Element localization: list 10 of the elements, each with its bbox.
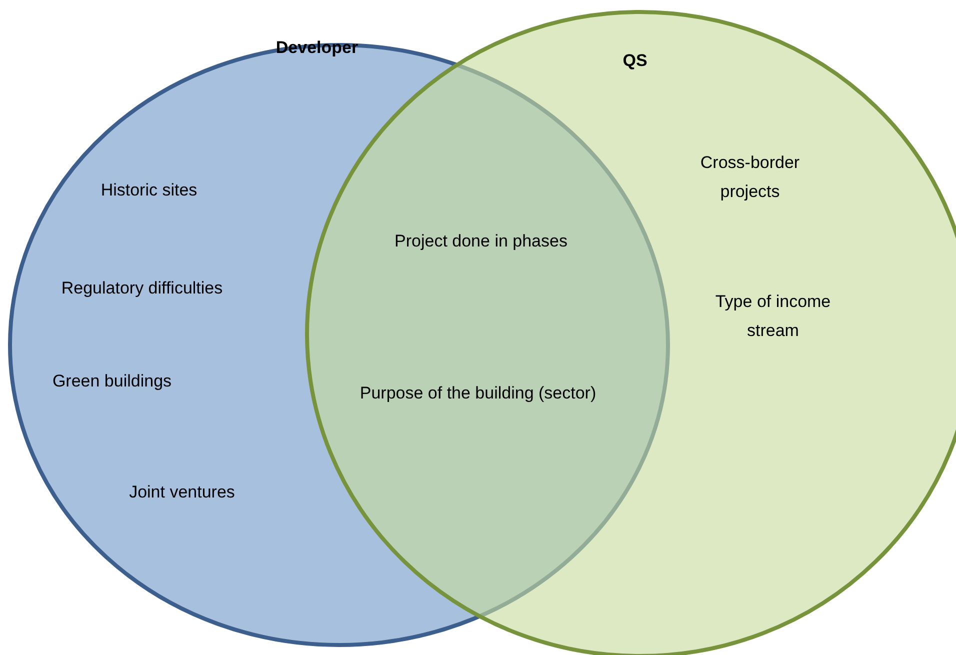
- set-item-text: Type of income stream: [714, 291, 832, 342]
- set-item-text: Cross-border projects: [699, 152, 801, 203]
- set-item-text: Historic sites: [100, 180, 198, 202]
- set-item-text: Joint ventures: [128, 482, 236, 504]
- circle-title: QS: [622, 51, 648, 71]
- circle-title: Developer: [276, 38, 358, 58]
- set-item-text: Purpose of the building (sector): [358, 382, 598, 404]
- set-item-text: Regulatory difficulties: [60, 278, 224, 300]
- set-item-text: Green buildings: [51, 370, 173, 392]
- set-item-text: Project done in phases: [394, 230, 568, 252]
